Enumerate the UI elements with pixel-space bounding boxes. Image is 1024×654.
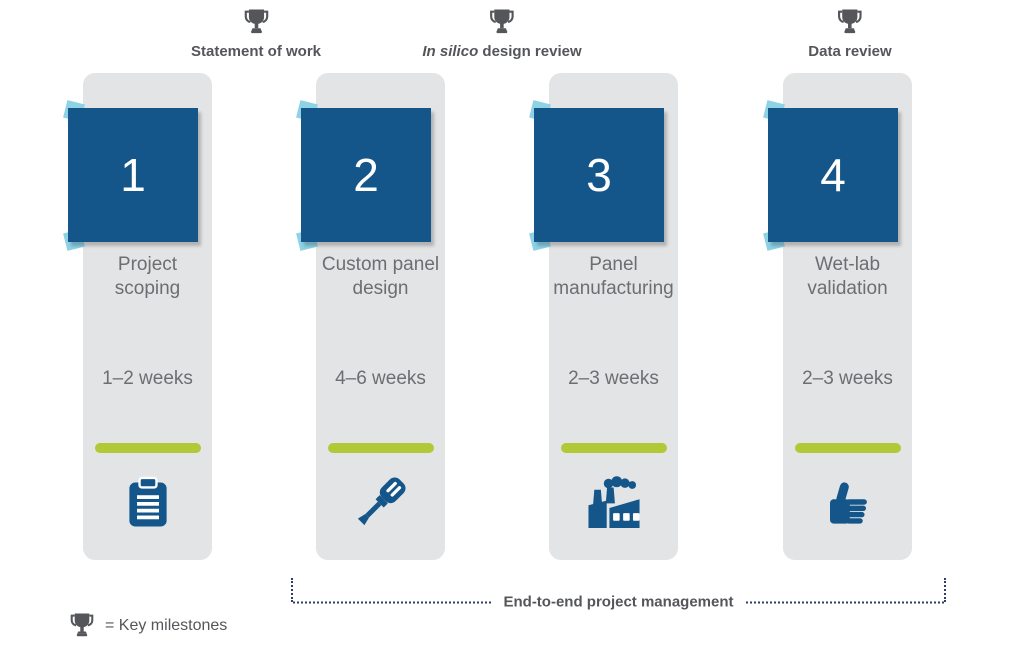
divider-line	[794, 443, 901, 453]
milestone-label-text: Statement of work	[190, 43, 322, 60]
step-duration: 2–3 weeks	[568, 368, 659, 389]
step-duration: 2–3 weeks	[802, 368, 893, 389]
step-number-tile: 2	[296, 100, 431, 251]
trophy-icon	[244, 9, 268, 34]
step-number-tile: 3	[529, 100, 664, 251]
step-title: Custom panel design	[321, 254, 440, 300]
milestone-data-review: Data review	[808, 8, 892, 60]
milestone-label: In silico design review	[422, 43, 581, 60]
step-number-square: 1	[68, 108, 198, 242]
factory-icon	[549, 467, 678, 537]
screwdriver-icon	[316, 467, 445, 537]
milestone-label-text: Data review	[808, 43, 892, 60]
milestone-label: Statement of work	[191, 43, 321, 60]
step-title: Panel manufacturing	[553, 254, 674, 300]
milestone-statement-of-work: Statement of work	[191, 8, 321, 60]
step-number: 2	[353, 149, 379, 201]
step-card-1: 1 Project scoping 1–2 weeks	[63, 73, 212, 560]
step-card-2: 2 Custom panel design 4–6 weeks	[296, 73, 445, 560]
milestone-in-silico-design-review: In silico design review	[422, 8, 582, 60]
step-duration: 4–6 weeks	[335, 368, 426, 389]
clipboard-icon	[83, 467, 212, 537]
divider-line	[327, 443, 434, 453]
milestone-label-italic: In silico	[422, 43, 479, 60]
step-number-square: 3	[534, 108, 664, 242]
step-card-4: 4 Wet-lab validation 2–3 weeks	[763, 73, 912, 560]
step-title: Wet-lab validation	[807, 254, 888, 300]
divider-line	[560, 443, 667, 453]
trophy-icon	[70, 613, 94, 637]
bracket-dotted-line	[293, 601, 492, 603]
step-duration: 1–2 weeks	[102, 368, 193, 389]
bracket-row: End-to-end project management	[293, 594, 944, 611]
step-number: 1	[120, 149, 146, 201]
trophy-icon	[838, 9, 862, 34]
thumbs-up-icon	[783, 467, 912, 537]
step-title: Project scoping	[114, 254, 181, 300]
step-number: 3	[586, 149, 612, 201]
bracket-label: End-to-end project management	[503, 593, 734, 611]
step-number: 4	[820, 149, 846, 201]
legend-label: = Key milestones	[105, 616, 228, 634]
trophy-icon	[490, 9, 514, 34]
legend: = Key milestones	[70, 612, 227, 639]
step-number-tile: 1	[63, 100, 198, 251]
step-number-tile: 4	[763, 100, 898, 251]
project-management-bracket: End-to-end project management	[291, 578, 946, 611]
milestone-label-text: design review	[478, 43, 582, 60]
step-number-square: 2	[301, 108, 431, 242]
step-number-square: 4	[768, 108, 898, 242]
bracket-dotted-line	[745, 601, 944, 603]
milestone-label: Data review	[808, 43, 891, 60]
divider-line	[94, 443, 201, 453]
step-card-3: 3 Panel manufacturing 2–3 weeks	[529, 73, 678, 560]
